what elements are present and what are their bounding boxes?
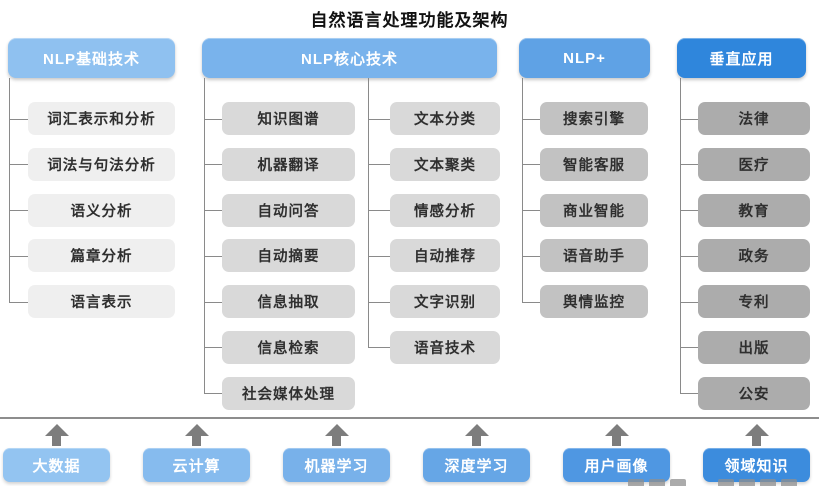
tech-item: 出版	[680, 330, 810, 364]
foundation-row: 大数据 云计算 机器学习 深度学习 用户画像 领域知识	[3, 424, 810, 482]
up-arrow-icon	[184, 424, 209, 436]
connector-trunk-basic	[9, 78, 10, 302]
up-arrow-icon	[44, 424, 69, 436]
foundation-item: 大数据	[3, 424, 110, 482]
tech-item: 自动摘要	[204, 239, 355, 273]
up-arrow-icon	[324, 424, 349, 436]
connector-trunk-core-right	[368, 78, 369, 348]
tech-item: 舆情监控	[522, 285, 648, 319]
up-arrow-stem	[612, 436, 621, 446]
foundation-box: 领域知识	[703, 448, 810, 482]
tech-item: 教育	[680, 193, 810, 227]
tech-item: 文字识别	[368, 285, 500, 319]
foundation-box: 云计算	[143, 448, 250, 482]
tech-item: 自动问答	[204, 193, 355, 227]
tech-item: 语义分析	[9, 193, 175, 227]
tech-item: 自动推荐	[368, 239, 500, 273]
tech-item: 法律	[680, 102, 810, 135]
up-arrow-stem	[52, 436, 61, 446]
stack-nlp-core-right: 文本分类文本聚类情感分析自动推荐文字识别语音技术	[368, 102, 500, 364]
up-arrow-icon	[744, 424, 769, 436]
tech-item: 机器翻译	[204, 147, 355, 181]
foundation-item: 机器学习	[283, 424, 390, 482]
connector-trunk-core-left	[204, 78, 205, 394]
stack-nlp-basic: 词汇表示和分析词法与句法分析语义分析篇章分析语言表示	[9, 102, 175, 319]
tech-item: 政务	[680, 239, 810, 273]
foundation-item: 领域知识	[703, 424, 810, 482]
stack-vertical-apps: 法律医疗教育政务专利出版公安	[680, 102, 810, 410]
tech-item: 篇章分析	[9, 239, 175, 273]
foundation-box: 用户画像	[563, 448, 670, 482]
up-arrow-icon	[464, 424, 489, 436]
up-arrow-icon	[604, 424, 629, 436]
tech-item: 专利	[680, 285, 810, 319]
stack-nlp-core-left: 知识图谱机器翻译自动问答自动摘要信息抽取信息检索社会媒体处理	[204, 102, 355, 410]
foundation-item: 用户画像	[563, 424, 670, 482]
up-arrow-stem	[472, 436, 481, 446]
foundation-separator-line	[0, 417, 819, 419]
tech-item: 知识图谱	[204, 102, 355, 135]
connector-trunk-nlp-plus	[522, 78, 523, 302]
watermark-fragment	[628, 479, 814, 486]
foundation-box: 机器学习	[283, 448, 390, 482]
stack-nlp-plus: 搜索引擎智能客服商业智能语音助手舆情监控	[522, 102, 648, 319]
tech-item: 智能客服	[522, 147, 648, 181]
up-arrow-stem	[192, 436, 201, 446]
tech-item: 搜索引擎	[522, 102, 648, 135]
tech-item: 信息抽取	[204, 285, 355, 319]
tech-item: 词汇表示和分析	[9, 102, 175, 135]
tech-item: 商业智能	[522, 193, 648, 227]
tech-item: 医疗	[680, 147, 810, 181]
foundation-box: 深度学习	[423, 448, 530, 482]
column-header-nlp-plus: NLP+	[519, 38, 650, 78]
foundation-item: 云计算	[143, 424, 250, 482]
diagram-title: 自然语言处理功能及架构	[310, 11, 509, 30]
column-header-vertical-apps: 垂直应用	[677, 38, 806, 78]
tech-item: 公安	[680, 376, 810, 410]
tech-item: 情感分析	[368, 193, 500, 227]
tech-item: 词法与句法分析	[9, 147, 175, 181]
column-header-nlp-core: NLP核心技术	[202, 38, 497, 78]
tech-item: 社会媒体处理	[204, 376, 355, 410]
tech-item: 文本聚类	[368, 147, 500, 181]
tech-item: 语音技术	[368, 330, 500, 364]
up-arrow-stem	[752, 436, 761, 446]
tech-item: 信息检索	[204, 330, 355, 364]
connector-trunk-vertical-apps	[680, 78, 681, 394]
tech-item: 文本分类	[368, 102, 500, 135]
foundation-item: 深度学习	[423, 424, 530, 482]
column-header-nlp-basic: NLP基础技术	[8, 38, 175, 78]
foundation-box: 大数据	[3, 448, 110, 482]
tech-item: 语言表示	[9, 285, 175, 319]
tech-item: 语音助手	[522, 239, 648, 273]
up-arrow-stem	[332, 436, 341, 446]
